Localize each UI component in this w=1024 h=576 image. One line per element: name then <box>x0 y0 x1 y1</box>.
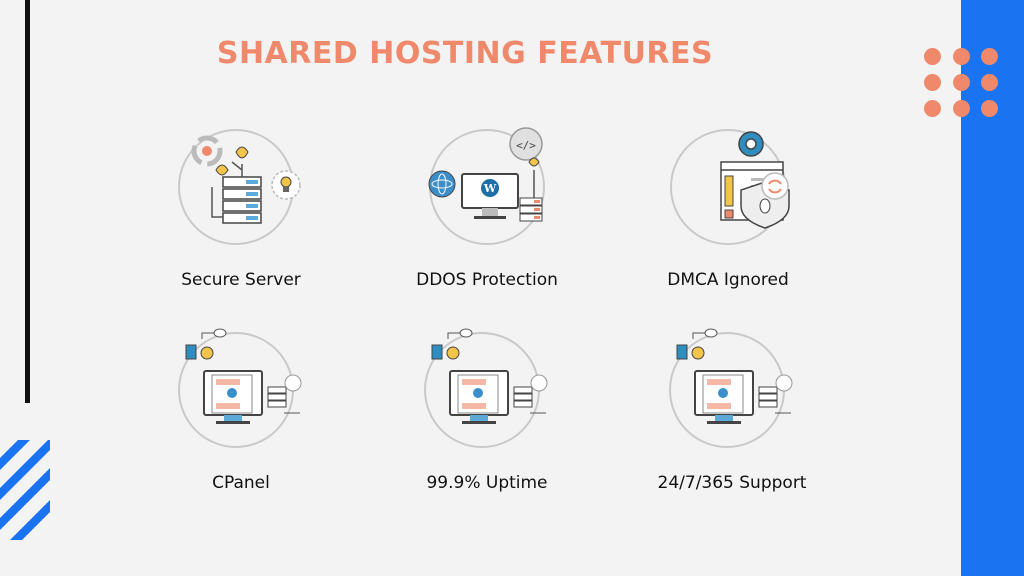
feature-secure-server: Secure Server <box>126 122 356 290</box>
feature-ddos-protection: </> W DDOS Protection <box>372 122 602 290</box>
svg-text:W: W <box>483 182 497 195</box>
page-title: SHARED HOSTING FEATURES <box>216 36 714 71</box>
feature-label: Secure Server <box>181 270 301 290</box>
desktop-network-icon <box>178 328 302 448</box>
svg-text:</>: </> <box>516 139 536 152</box>
feature-cpanel: CPanel <box>126 325 356 493</box>
feature-uptime: 99.9% Uptime <box>372 325 602 493</box>
feature-dmca-ignored: DMCA Ignored <box>613 122 843 290</box>
right-blue-band <box>961 0 1024 576</box>
left-accent-bar <box>25 0 30 403</box>
desktop-network-icon <box>669 328 793 448</box>
feature-label: 24/7/365 Support <box>657 473 807 493</box>
feature-label: 99.9% Uptime <box>426 473 548 493</box>
feature-label: DMCA Ignored <box>667 270 789 290</box>
desktop-network-icon <box>424 328 548 448</box>
dot-grid-decoration <box>924 48 1000 118</box>
server-plant-icon <box>178 129 301 245</box>
monitor-wordpress-icon: </> W <box>428 127 545 245</box>
feature-support: 24/7/365 Support <box>617 325 847 493</box>
feature-label: DDOS Protection <box>416 270 558 290</box>
diagonal-stripes-decoration <box>0 440 50 540</box>
shield-bug-icon <box>670 129 790 245</box>
feature-label: CPanel <box>212 473 270 493</box>
